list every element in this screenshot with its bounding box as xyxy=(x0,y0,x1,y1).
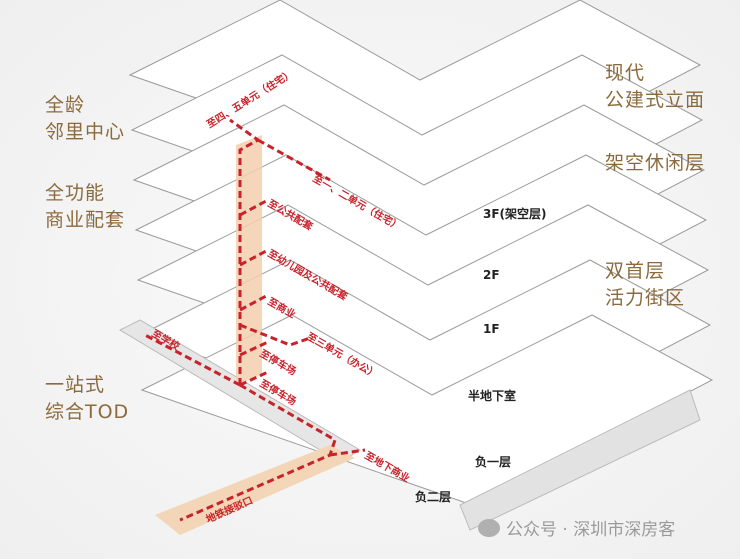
floor-1f: 1F xyxy=(483,322,500,336)
tod-corridor xyxy=(118,319,361,463)
label-tod: 一站式综合TOD xyxy=(45,374,130,423)
metro-connection xyxy=(155,445,355,535)
label-stilt-floor: 架空休闲层 xyxy=(605,152,706,174)
label-neighborhood-center: 全龄邻里中心 xyxy=(45,94,126,143)
wechat-icon xyxy=(478,518,500,537)
basement-block xyxy=(459,389,701,531)
floor-2f: 2F xyxy=(483,268,500,282)
floor-b2: 负二层 xyxy=(415,490,452,504)
floor-b1: 负一层 xyxy=(475,455,512,469)
circulation-routes xyxy=(144,118,366,522)
label-facade: 现代公建式立面 xyxy=(605,62,706,111)
label-commercial: 全功能商业配套 xyxy=(45,182,126,231)
vertical-core xyxy=(236,135,262,385)
floor-3f: 3F(架空层) xyxy=(483,207,547,221)
watermark: 公众号 · 深圳市深房客 xyxy=(478,515,675,540)
label-double-ground: 双首层活力街区 xyxy=(605,260,686,309)
floor-semi-basement: 半地下室 xyxy=(468,389,517,403)
